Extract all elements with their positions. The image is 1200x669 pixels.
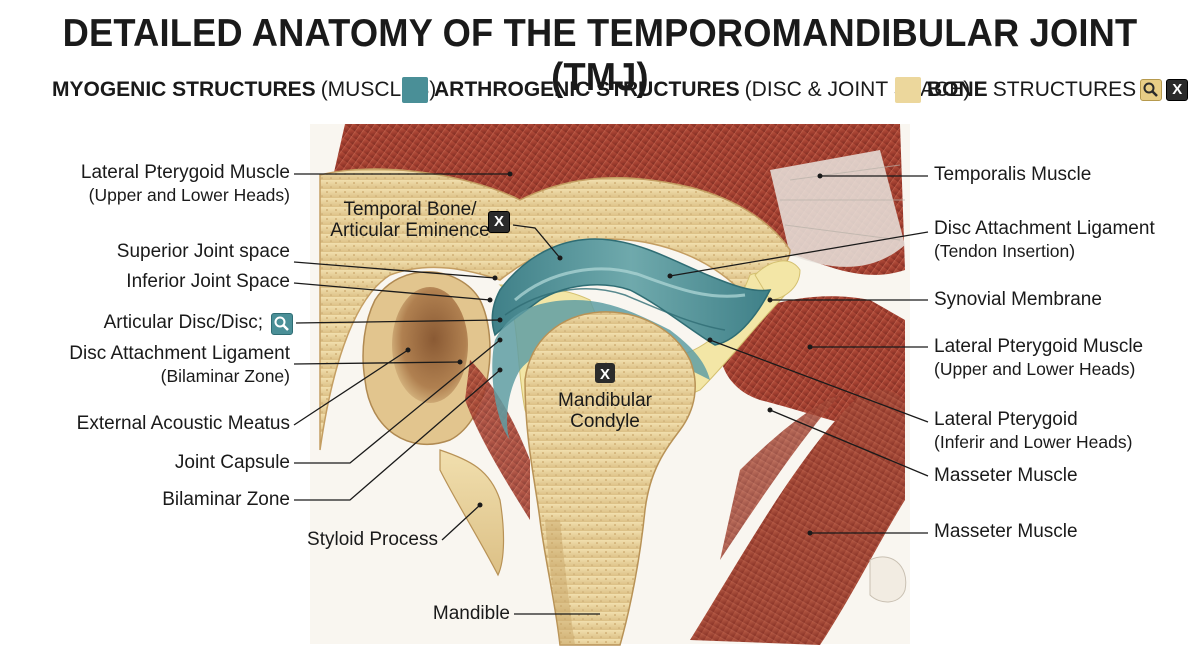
x-box-icon[interactable]: X bbox=[1166, 79, 1189, 101]
leader-inferior-joint-space bbox=[293, 282, 491, 301]
legend: MYOGENIC STRUCTURES (MUSCLES) ARTHROGENI… bbox=[52, 76, 1189, 104]
posterior-muscle bbox=[465, 360, 530, 520]
legend-bone: BONE STRUCTURES X bbox=[895, 76, 1189, 104]
leader-lateral-pterygoid-inferior bbox=[709, 339, 929, 423]
legend-bone-bold: BONE bbox=[927, 78, 988, 101]
label-joint-capsule: Joint Capsule bbox=[174, 452, 290, 473]
label-temporal-bone-line2: Articular Eminence bbox=[330, 220, 490, 241]
label-temporalis: Temporalis Muscle bbox=[934, 164, 1092, 185]
label-lateral-pterygoid-inferior-line1: Lateral Pterygoid bbox=[934, 409, 1078, 430]
leader-styloid-process bbox=[441, 504, 481, 541]
label-mandibular-condyle-line1: Mandibular bbox=[558, 390, 652, 411]
label-styloid-process: Styloid Process bbox=[307, 529, 438, 550]
legend-arthrogenic-bold: ARTHROGENIC STRUCTURES bbox=[434, 78, 740, 101]
legend-bone-swatch bbox=[895, 77, 921, 103]
x-box-icon-condyle[interactable]: X bbox=[595, 363, 615, 383]
label-lateral-pterygoid-right-line1: Lateral Pterygoid Muscle bbox=[934, 336, 1144, 357]
label-disc-attachment-left-line1: Disc Attachment Ligament bbox=[69, 343, 290, 364]
label-temporal-bone-line1: Temporal Bone/ bbox=[343, 199, 477, 220]
label-masseter-1: Masseter Muscle bbox=[934, 465, 1078, 486]
leader-joint-capsule bbox=[294, 339, 501, 464]
label-external-acoustic-meatus: External Acoustic Meatus bbox=[76, 413, 290, 434]
label-lateral-pterygoid-inferior: Lateral Pterygoid (Inferir and Lower Hea… bbox=[934, 409, 1132, 453]
leader-masseter-1 bbox=[769, 409, 929, 477]
label-temporal-bone: Temporal Bone/ Articular Eminence bbox=[330, 199, 490, 241]
legend-bone-rest: STRUCTURES bbox=[992, 78, 1137, 101]
x-box-icon-temporal[interactable]: X bbox=[488, 211, 510, 233]
label-disc-attachment-right-line2: (Tendon Insertion) bbox=[934, 241, 1076, 261]
label-superior-joint-space: Superior Joint space bbox=[116, 241, 290, 262]
label-lateral-pterygoid-right-line2: (Upper and Lower Heads) bbox=[934, 359, 1136, 379]
label-articular-disc: Articular Disc/Disc; bbox=[103, 312, 263, 333]
mandibular-condyle bbox=[524, 311, 696, 646]
acoustic-meatus-canal bbox=[392, 287, 468, 403]
legend-myogenic-bold: MYOGENIC STRUCTURES bbox=[52, 78, 316, 101]
label-lateral-pterygoid-left: Lateral Pterygoid Muscle (Upper and Lowe… bbox=[81, 162, 290, 206]
page-title: DETAILED ANATOMY OF THE TEMPOROMANDIBULA… bbox=[62, 12, 1138, 99]
leader-dots bbox=[405, 171, 823, 536]
label-mandibular-condyle-line2: Condyle bbox=[570, 411, 640, 432]
label-synovial-membrane: Synovial Membrane bbox=[934, 289, 1102, 310]
label-bilaminar-zone: Bilaminar Zone bbox=[162, 489, 290, 510]
x-glyph-condyle: X bbox=[600, 366, 610, 383]
leader-superior-joint-space bbox=[293, 261, 496, 279]
label-lateral-pterygoid-left-line1: Lateral Pterygoid Muscle bbox=[80, 162, 290, 183]
leader-lines-right bbox=[669, 175, 929, 534]
leader-disc-attachment-right bbox=[669, 231, 929, 277]
masseter-muscle-lower bbox=[720, 395, 840, 560]
leader-temporal-bone bbox=[512, 224, 561, 259]
label-disc-attachment-right: Disc Attachment Ligament (Tendon Inserti… bbox=[934, 218, 1155, 262]
magnifier-icon[interactable] bbox=[1140, 79, 1163, 101]
leader-lines-left bbox=[293, 173, 600, 615]
temporalis-tendon bbox=[770, 150, 905, 267]
label-masseter-2: Masseter Muscle bbox=[934, 521, 1078, 542]
label-disc-attachment-left: Disc Attachment Ligament (Bilaminar Zone… bbox=[69, 343, 290, 387]
label-inferior-joint-space: Inferior Joint Space bbox=[126, 271, 290, 292]
label-lateral-pterygoid-right: Lateral Pterygoid Muscle (Upper and Lowe… bbox=[934, 336, 1143, 380]
leader-external-acoustic-meatus bbox=[293, 349, 409, 426]
label-mandible: Mandible bbox=[432, 603, 510, 624]
leader-disc-attachment-left bbox=[293, 361, 461, 365]
coronoid-process bbox=[869, 556, 907, 603]
masseter-muscle bbox=[690, 389, 905, 645]
magnifier-icon-disc[interactable] bbox=[271, 313, 293, 335]
label-mandibular-condyle: Mandibular Condyle bbox=[545, 390, 665, 432]
label-disc-attachment-left-line2: (Bilaminar Zone) bbox=[160, 366, 290, 386]
legend-arthrogenic-swatch bbox=[402, 77, 428, 103]
leader-articular-disc bbox=[295, 319, 501, 324]
label-disc-attachment-right-line1: Disc Attachment Ligament bbox=[934, 218, 1155, 239]
label-lateral-pterygoid-inferior-line2: (Inferir and Lower Heads) bbox=[934, 432, 1133, 452]
label-lateral-pterygoid-left-line2: (Upper and Lower Heads) bbox=[88, 185, 290, 205]
leader-bilaminar-zone bbox=[294, 369, 501, 501]
